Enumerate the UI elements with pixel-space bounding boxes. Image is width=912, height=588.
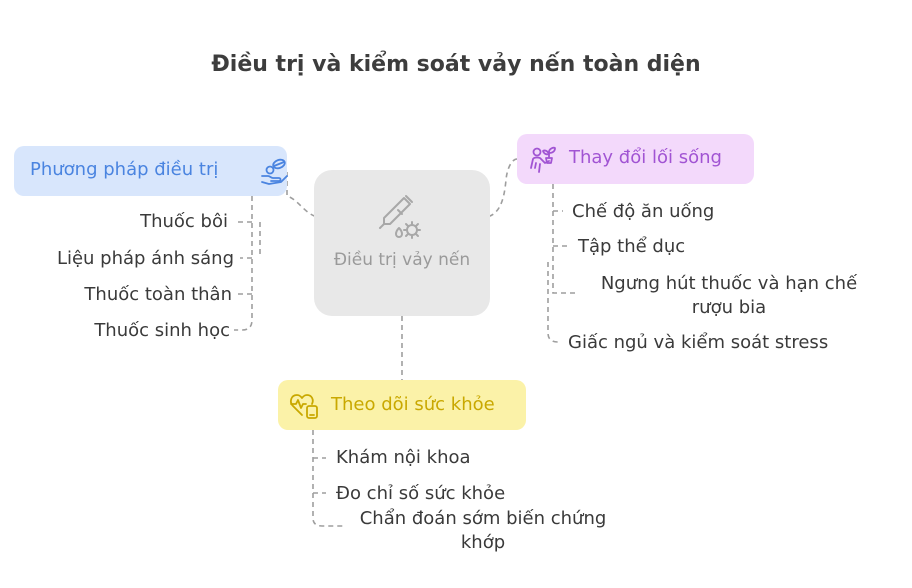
monitoring-item-2: Đo chỉ số sức khỏe	[336, 483, 506, 504]
pills-hand-icon	[259, 156, 289, 191]
branch-lifestyle: Thay đổi lối sống	[517, 134, 754, 184]
treatment-item-1: Thuốc bôi	[140, 211, 228, 232]
treatment-item-4: Thuốc sinh học	[94, 320, 230, 341]
monitoring-item-1: Khám nội khoa	[336, 447, 471, 468]
lifestyle-item-4: Giấc ngủ và kiểm soát stress	[568, 332, 829, 353]
lifestyle-item-3: Ngưng hút thuốc và hạn chế rượu bia	[600, 273, 858, 318]
lifestyle-item-2: Tập thể dục	[578, 236, 686, 257]
person-with-plant-icon	[527, 144, 559, 179]
branch-monitoring: Theo dõi sức khỏe	[278, 380, 526, 430]
monitoring-item-3: Chẩn đoán sớm biến chứng khớp	[359, 508, 607, 553]
branch-treatment: Phương pháp điều trị	[14, 146, 289, 196]
treatment-item-3: Thuốc toàn thân	[84, 284, 232, 305]
branch-monitoring-label: Theo dõi sức khỏe	[331, 394, 495, 415]
dropper-and-germ-icon	[376, 190, 428, 248]
treatment-item-2: Liệu pháp ánh sáng	[56, 248, 234, 269]
branch-treatment-label: Phương pháp điều trị	[30, 159, 219, 180]
branch-lifestyle-label: Thay đổi lối sống	[569, 147, 722, 168]
lifestyle-item-1: Chế độ ăn uống	[572, 201, 715, 222]
diagram-title: Điều trị và kiểm soát vảy nến toàn diện	[211, 52, 701, 77]
connector-monitoring-leaves	[312, 430, 344, 527]
center-node: Điều trị vảy nến	[314, 170, 490, 316]
heart-pulse-device-icon	[288, 390, 320, 425]
connector-treatment-leaves	[234, 196, 253, 331]
connector-lifestyle-leaves	[552, 184, 578, 294]
center-node-label: Điều trị vảy nến	[333, 250, 471, 270]
